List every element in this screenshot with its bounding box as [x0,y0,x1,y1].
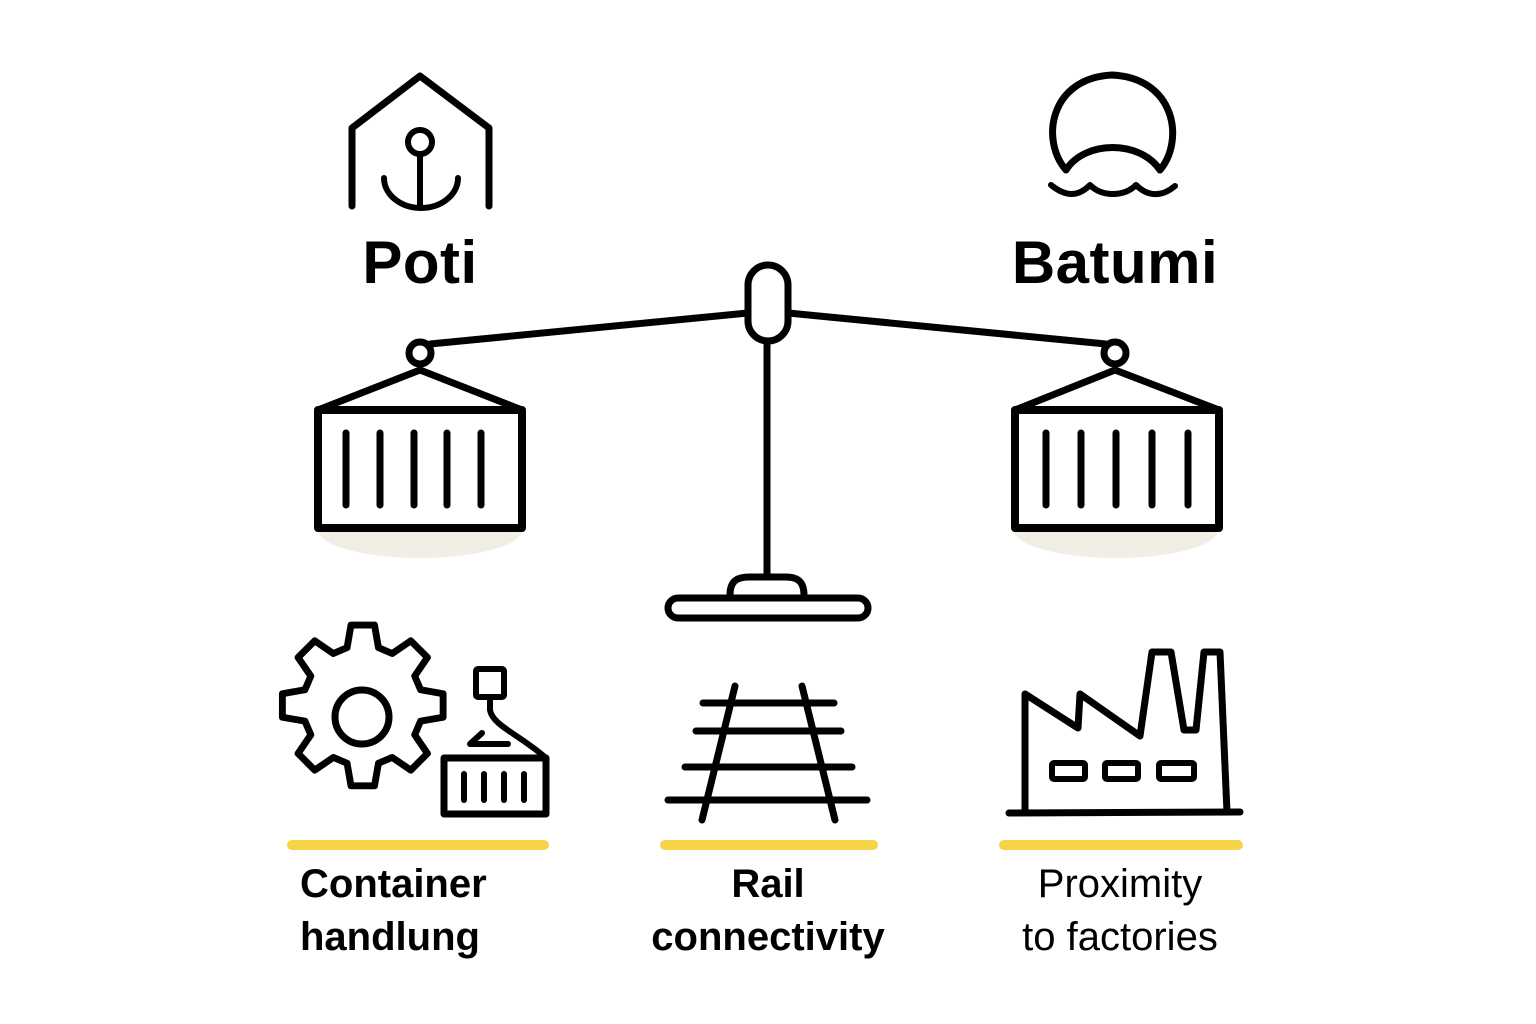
factor-container-handling: Container handlung [300,858,530,964]
factor-label-line1: Proximity [1037,862,1203,906]
accent-underline [287,840,549,850]
gear-crane-container-icon [278,621,550,818]
factor-rail-connectivity: Rail connectivity [620,858,916,964]
balance-scale-icon [405,261,1130,622]
factor-proximity-factories: Proximity to factories [985,858,1255,964]
container-icon [314,366,526,558]
anchor-house-icon [348,72,493,211]
factor-label-line1: Container [300,862,487,906]
port-name-poti: Poti [362,229,478,296]
factor-label-line1: Rail [731,862,805,906]
container-icon [1011,366,1223,558]
railway-track-icon [664,682,871,824]
factor-label-line2: handlung [300,915,480,959]
sun-over-waves-icon [1048,71,1178,198]
factory-icon [1005,648,1244,817]
factor-label-line2: connectivity [651,915,885,959]
accent-underline [999,840,1243,850]
factor-label-line2: to factories [1022,915,1218,959]
accent-underline [660,840,878,850]
port-name-batumi: Batumi [1011,229,1219,296]
